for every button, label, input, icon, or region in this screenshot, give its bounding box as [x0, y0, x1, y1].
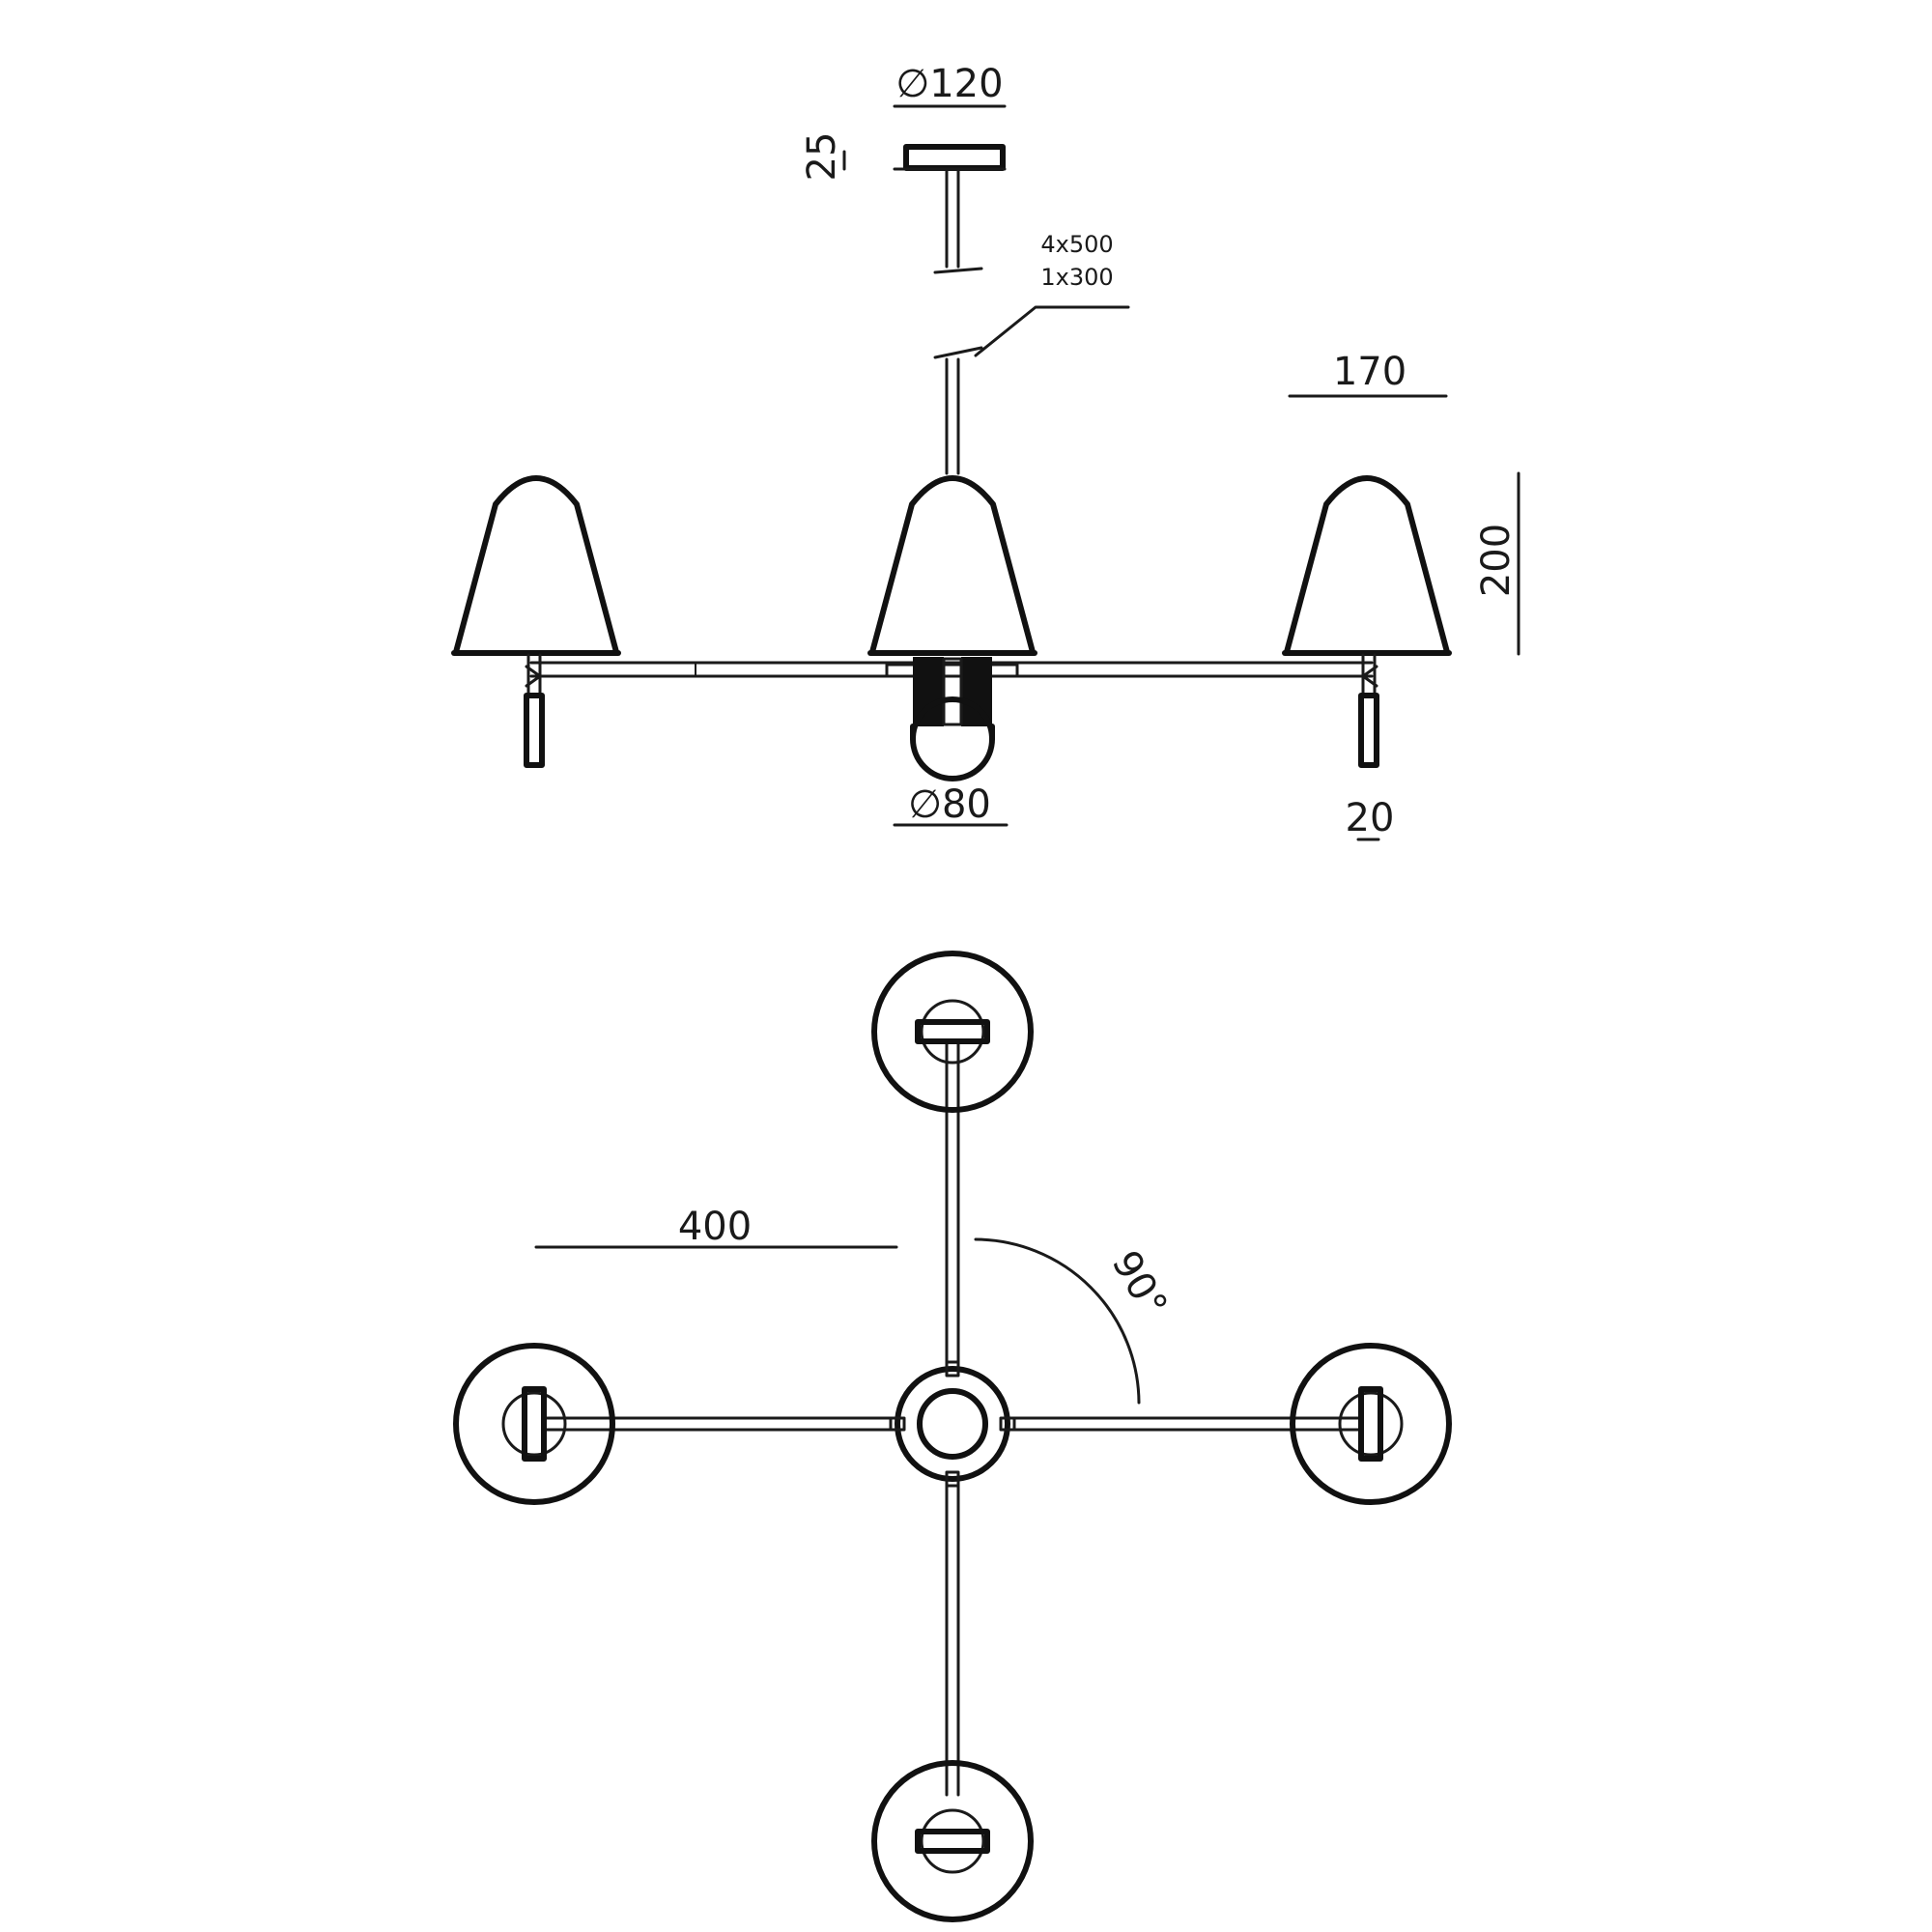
ceiling-canopy — [893, 144, 1007, 171]
right-lamp-shade — [1282, 475, 1452, 656]
right-rod — [1358, 653, 1379, 768]
top-view: 400 90° — [453, 951, 1452, 1922]
canopy-height-label: 25 — [800, 132, 844, 182]
center-lamp-shade — [867, 475, 1037, 656]
rod-width-label: 20 — [1346, 796, 1395, 840]
top-arms — [544, 1041, 1361, 1797]
shade-height-label: 200 — [1474, 524, 1519, 597]
suspension-rod — [933, 168, 983, 475]
center-diameter-label: ∅80 — [908, 782, 991, 827]
arm-length-label: 400 — [678, 1205, 752, 1249]
right-shade — [1290, 1343, 1452, 1505]
angle-label: 90° — [1103, 1243, 1176, 1324]
center-bulb — [910, 657, 995, 781]
canopy-diameter-label: ∅120 — [895, 62, 1003, 106]
horizontal-arm — [529, 661, 1374, 678]
top-shade — [871, 951, 1034, 1113]
bottom-shade — [871, 1760, 1034, 1922]
central-hub — [889, 1360, 1016, 1488]
angle-arc — [974, 1237, 1141, 1405]
side-view: ∅120 25 4x500 1x300 170 200 ∅80 20 — [451, 62, 1520, 841]
shade-width-label: 170 — [1333, 350, 1406, 394]
left-shade — [453, 1343, 615, 1505]
cable-leader-line — [974, 305, 1130, 357]
left-lamp-shade — [451, 475, 621, 656]
cable-length-label-2: 1x300 — [1040, 264, 1113, 291]
left-rod — [524, 653, 545, 768]
cable-length-label-1: 4x500 — [1040, 231, 1113, 258]
